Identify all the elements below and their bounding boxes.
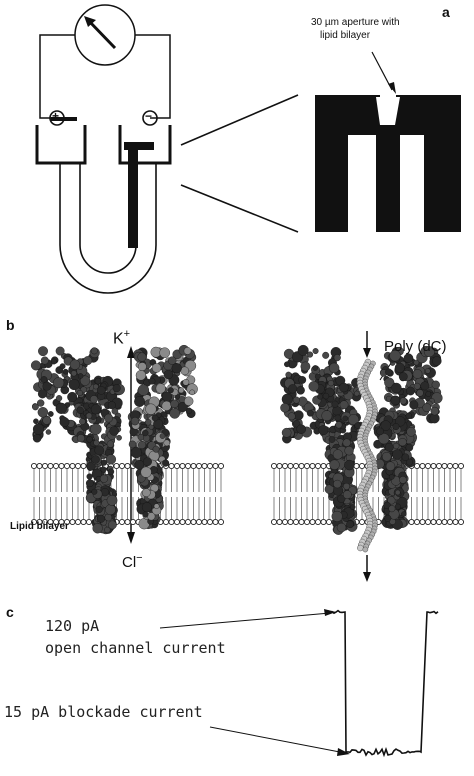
plus-electrode: [49, 110, 65, 126]
protein-channel-left: [30, 344, 198, 535]
zoom-line-top: [180, 94, 299, 146]
minus-sign: −: [145, 109, 153, 123]
chloride-charge: −: [136, 552, 143, 564]
polymer-arrow-top-head: [363, 348, 371, 358]
right-wire: [135, 34, 171, 119]
potassium-symbol: K: [113, 330, 124, 348]
right-cup: [118, 125, 172, 165]
polymer-arrow-bottom-head: [363, 572, 371, 582]
panel-a-letter: a: [442, 4, 450, 20]
current-trace: [327, 609, 439, 758]
u-tube-apparatus: [35, 4, 172, 294]
left-cup: [35, 125, 87, 165]
blockade-pointer: [209, 726, 346, 754]
potassium-label: K+: [113, 329, 130, 347]
aperture-arrow: [371, 51, 393, 91]
ion-arrow-up-head: [127, 346, 135, 358]
open-current-text: open channel current: [45, 639, 226, 657]
minus-electrode: [142, 110, 158, 126]
panel-b-letter: b: [6, 317, 15, 333]
potassium-charge: +: [123, 328, 131, 340]
chloride-label: Cl−: [122, 552, 143, 571]
left-wire: [39, 34, 75, 119]
ammeter-needle: [86, 18, 117, 50]
zoom-line-bottom: [180, 184, 299, 233]
chloride-symbol: Cl: [122, 554, 137, 571]
polymer-label: Poly (dC): [384, 338, 447, 355]
panel-c-letter: c: [6, 604, 14, 620]
aperture-tube-cap: [124, 142, 154, 150]
open-current-value: 120 pA: [45, 617, 100, 635]
plus-sign: +: [52, 109, 60, 123]
lipid-bilayer-left: [30, 462, 225, 526]
aperture-label-line1: 30 µm aperture with: [311, 17, 400, 28]
ion-arrow-down-head: [127, 532, 135, 544]
u-tube-outer: [59, 163, 157, 294]
blockade-current-text: 15 pA blockade current: [4, 703, 203, 721]
poly-dc-strand: [356, 358, 378, 553]
bilayer-label: Lipid bilayer: [10, 521, 69, 532]
aperture-label-line2: lipid bilayer: [320, 30, 371, 41]
protein-channel-right: [280, 344, 443, 535]
aperture-arrow-head: [388, 82, 396, 94]
aperture-detail: [315, 95, 461, 232]
open-current-pointer: [159, 612, 331, 629]
ammeter-needle-tip: [84, 16, 96, 27]
aperture-tube: [128, 148, 138, 248]
ammeter: [74, 4, 136, 66]
u-tube-inner: [79, 163, 137, 274]
blockade-pointer-head: [337, 748, 350, 756]
